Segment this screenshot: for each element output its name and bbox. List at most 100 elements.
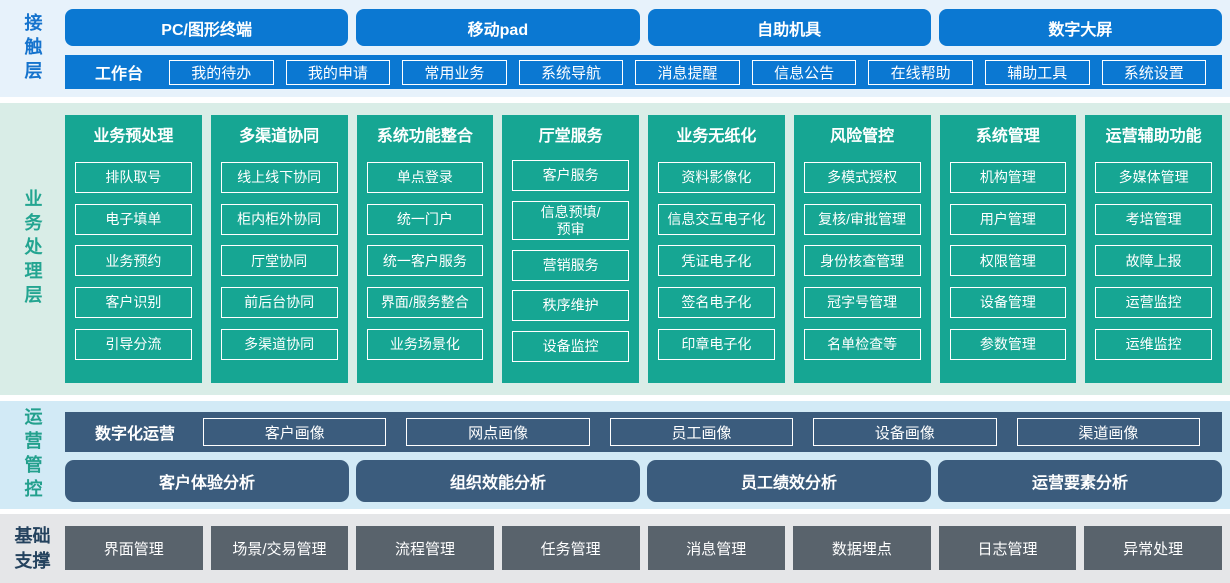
business-layer-label: 业务处理层	[22, 189, 43, 309]
workbench-item-common-business[interactable]: 常用业务	[402, 59, 507, 85]
portrait-branch[interactable]: 网点画像	[406, 418, 590, 446]
portrait-device[interactable]: 设备画像	[813, 418, 997, 446]
contact-layer-label: 接触层	[22, 12, 43, 85]
feature-chip[interactable]: 运维监控	[1095, 329, 1212, 361]
feature-chip[interactable]: 运营监控	[1095, 287, 1212, 319]
foundation-layer-band: 基础支撑 界面管理 场景/交易管理 流程管理 任务管理 消息管理 数据埋点 日志…	[0, 514, 1230, 583]
column-title: 多渠道协同	[239, 128, 320, 145]
feature-chip[interactable]: 冠字号管理	[803, 287, 921, 319]
feature-chip[interactable]: 界面/服务整合	[366, 287, 484, 319]
column-system-integration: 系统功能整合 单点登录 统一门户 统一客户服务 界面/服务整合 业务场景化	[356, 115, 494, 383]
feature-chip[interactable]: 电子填单	[75, 203, 192, 235]
workbench-item-system-nav[interactable]: 系统导航	[518, 59, 624, 85]
column-title: 业务预处理	[93, 128, 174, 145]
column-system-management: 系统管理 机构管理 用户管理 权限管理 设备管理 参数管理	[939, 115, 1077, 383]
feature-chip[interactable]: 故障上报	[1095, 245, 1212, 277]
foundation-process-management[interactable]: 流程管理	[356, 526, 494, 570]
contact-layer-content: PC/图形终端 移动pad 自助机具 数字大屏 工作台 我的待办 我的申请 常用…	[65, 0, 1230, 97]
portrait-customer[interactable]: 客户画像	[203, 418, 387, 446]
feature-chip[interactable]: 凭证电子化	[658, 245, 775, 277]
terminal-pc-button[interactable]: PC/图形终端	[65, 9, 349, 46]
contact-layer-band: 接触层 PC/图形终端 移动pad 自助机具 数字大屏 工作台 我的待办 我的申…	[0, 0, 1230, 97]
feature-chip[interactable]: 统一客户服务	[366, 245, 484, 277]
column-preprocessing: 业务预处理 排队取号 电子填单 业务预约 客户识别 引导分流	[65, 115, 202, 383]
terminal-selfservice-button[interactable]: 自助机具	[647, 9, 931, 46]
column-ops-auxiliary: 运营辅助功能 多媒体管理 考培管理 故障上报 运营监控 运维监控	[1085, 115, 1222, 383]
foundation-layer-side: 基础支撑	[0, 514, 65, 583]
feature-chip[interactable]: 柜内柜外协同	[220, 203, 338, 235]
workbench-label: 工作台	[94, 66, 143, 83]
business-layer-side: 业务处理层	[0, 103, 65, 395]
column-title: 风险管控	[830, 128, 895, 145]
workbench-item-online-help[interactable]: 在线帮助	[868, 59, 973, 85]
feature-chip[interactable]: 引导分流	[75, 329, 192, 361]
feature-chip[interactable]: 机构管理	[949, 161, 1067, 193]
feature-chip[interactable]: 秩序维护	[512, 290, 629, 322]
workbench-item-todo[interactable]: 我的待办	[169, 59, 274, 85]
foundation-data-tracking[interactable]: 数据埋点	[793, 526, 931, 570]
feature-chip[interactable]: 多渠道协同	[220, 329, 338, 361]
feature-chip[interactable]: 营销服务	[512, 249, 629, 281]
feature-chip[interactable]: 业务预约	[75, 245, 192, 277]
terminal-bigscreen-button[interactable]: 数字大屏	[938, 9, 1222, 46]
portrait-employee[interactable]: 员工画像	[609, 418, 794, 446]
feature-chip[interactable]: 用户管理	[949, 203, 1067, 235]
feature-chip[interactable]: 设备监控	[512, 330, 629, 362]
feature-chip[interactable]: 名单检查等	[803, 329, 921, 361]
feature-chip[interactable]: 签名电子化	[658, 287, 775, 319]
feature-chip[interactable]: 身份核查管理	[803, 245, 921, 277]
analysis-ops-elements[interactable]: 运营要素分析	[938, 460, 1222, 502]
feature-chip[interactable]: 考培管理	[1095, 203, 1212, 235]
analysis-row: 客户体验分析 组织效能分析 员工绩效分析 运营要素分析	[65, 460, 1222, 502]
column-paperless: 业务无纸化 资料影像化 信息交互电子化 凭证电子化 签名电子化 印章电子化	[648, 115, 785, 383]
feature-chip[interactable]: 信息交互电子化	[658, 203, 775, 235]
feature-chip[interactable]: 统一门户	[366, 203, 484, 235]
workbench-item-system-settings[interactable]: 系统设置	[1101, 59, 1207, 85]
workbench-item-aux-tools[interactable]: 辅助工具	[984, 59, 1090, 85]
analysis-employee-performance[interactable]: 员工绩效分析	[647, 460, 931, 502]
business-layer-band: 业务处理层 业务预处理 排队取号 电子填单 业务预约 客户识别 引导分流 多渠道…	[0, 103, 1230, 395]
contact-layer-side: 接触层	[0, 0, 65, 97]
digital-operations-label: 数字化运营	[94, 426, 175, 443]
terminal-row: PC/图形终端 移动pad 自助机具 数字大屏	[65, 9, 1222, 46]
feature-chip[interactable]: 多媒体管理	[1095, 161, 1212, 193]
workbench-item-applications[interactable]: 我的申请	[285, 59, 391, 85]
column-multichannel: 多渠道协同 线上线下协同 柜内柜外协同 厅堂协同 前后台协同 多渠道协同	[210, 115, 348, 383]
feature-chip[interactable]: 资料影像化	[658, 161, 775, 193]
feature-chip[interactable]: 单点登录	[366, 161, 484, 193]
column-title: 系统管理	[975, 128, 1040, 145]
feature-chip[interactable]: 多模式授权	[803, 161, 921, 193]
feature-chip[interactable]: 印章电子化	[658, 329, 775, 361]
business-layer-content: 业务预处理 排队取号 电子填单 业务预约 客户识别 引导分流 多渠道协同 线上线…	[65, 103, 1230, 395]
feature-chip[interactable]: 设备管理	[949, 287, 1067, 319]
feature-chip[interactable]: 信息预填/ 预审	[512, 200, 629, 241]
operations-layer-label: 运营管控	[22, 407, 43, 503]
feature-chip[interactable]: 客户服务	[512, 160, 629, 192]
feature-chip[interactable]: 业务场景化	[366, 329, 484, 361]
workbench-item-announcements[interactable]: 信息公告	[751, 59, 857, 85]
feature-chip[interactable]: 复核/审批管理	[803, 203, 921, 235]
foundation-log-management[interactable]: 日志管理	[938, 526, 1077, 570]
feature-chip[interactable]: 客户识别	[75, 287, 192, 319]
feature-chip[interactable]: 线上线下协同	[220, 161, 338, 193]
analysis-org-efficiency[interactable]: 组织效能分析	[356, 460, 640, 502]
foundation-message-management[interactable]: 消息管理	[647, 526, 786, 570]
foundation-task-management[interactable]: 任务管理	[501, 526, 640, 570]
workbench-item-message-alert[interactable]: 消息提醒	[635, 59, 740, 85]
foundation-ui-management[interactable]: 界面管理	[65, 526, 203, 570]
feature-chip[interactable]: 排队取号	[75, 161, 192, 193]
column-title: 业务无纸化	[676, 128, 757, 145]
foundation-exception-handling[interactable]: 异常处理	[1084, 526, 1222, 570]
terminal-pad-button[interactable]: 移动pad	[356, 9, 640, 46]
feature-chip[interactable]: 前后台协同	[220, 287, 338, 319]
analysis-customer-experience[interactable]: 客户体验分析	[65, 460, 349, 502]
portrait-channel[interactable]: 渠道画像	[1016, 418, 1201, 446]
feature-chip[interactable]: 参数管理	[949, 329, 1067, 361]
operations-layer-band: 运营管控 数字化运营 客户画像 网点画像 员工画像 设备画像 渠道画像 客户体验…	[0, 401, 1230, 509]
feature-chip[interactable]: 厅堂协同	[220, 245, 338, 277]
foundation-layer-label: 基础支撑	[14, 526, 51, 571]
foundation-scene-transaction[interactable]: 场景/交易管理	[210, 526, 349, 570]
feature-chip[interactable]: 权限管理	[949, 245, 1067, 277]
foundation-layer-content: 界面管理 场景/交易管理 流程管理 任务管理 消息管理 数据埋点 日志管理 异常…	[65, 514, 1230, 583]
